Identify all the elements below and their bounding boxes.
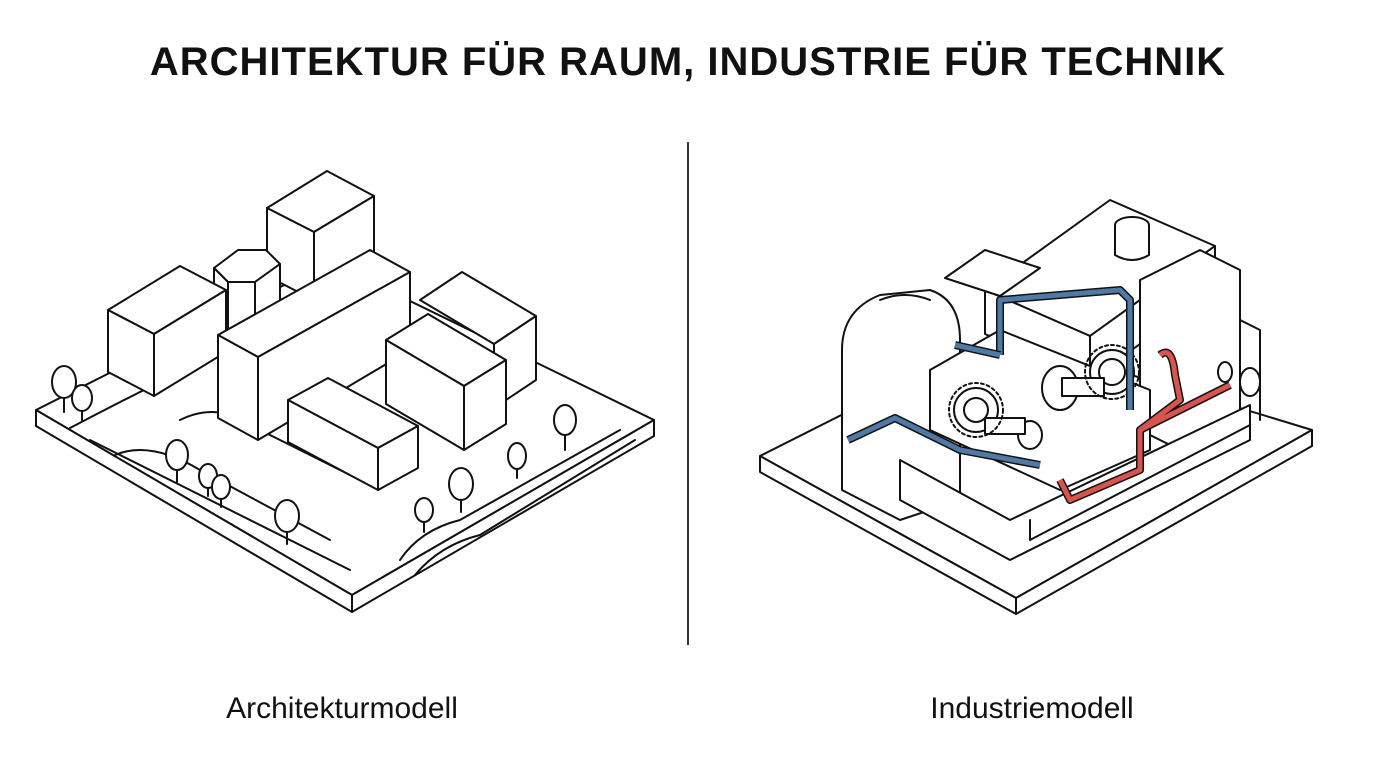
building-front-low	[287, 377, 419, 491]
machine-interior	[929, 329, 1151, 491]
building-left-block	[107, 265, 227, 397]
page-title: ARCHITEKTUR FÜR RAUM, INDUSTRIE FÜR TECH…	[149, 40, 1227, 84]
caption-architecture-model: Architekturmodell	[226, 692, 458, 725]
blue-pipe	[846, 286, 1134, 469]
building-right-back	[419, 271, 537, 409]
center-divider	[687, 142, 689, 645]
red-pipe	[1056, 348, 1232, 504]
trees	[51, 365, 577, 545]
building-right-front	[385, 313, 507, 451]
caption-industrial-model: Industriemodell	[930, 692, 1134, 725]
machine-housing	[841, 199, 1251, 561]
right-fittings	[1217, 319, 1261, 421]
